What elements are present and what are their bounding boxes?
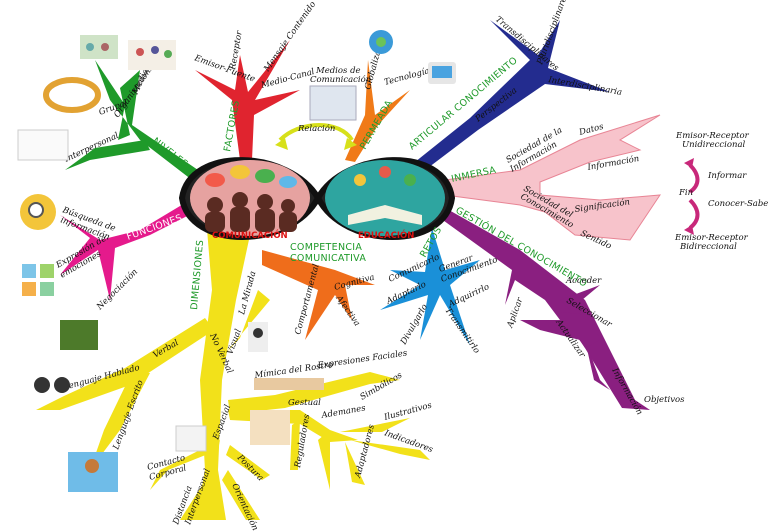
factores-item-mensaje: Mensaje Contenido bbox=[262, 0, 319, 75]
branch-competencia bbox=[262, 250, 375, 340]
puzzle-icon bbox=[60, 320, 98, 350]
illustration-media-grid bbox=[309, 85, 357, 121]
center-left-label: COMUNICACIÓN bbox=[212, 229, 288, 241]
dim-gestual: Gestual bbox=[288, 398, 321, 408]
search-icon bbox=[20, 194, 56, 230]
fin-item-informar: Informar bbox=[707, 171, 747, 181]
niveles-title: NIVELES bbox=[150, 136, 190, 170]
dimensiones-title: DIMENSIONES bbox=[189, 239, 206, 310]
factores-item-receptor: Receptor bbox=[228, 29, 245, 71]
fin-item-uni-2: Unidireccional bbox=[682, 140, 746, 150]
center-infinity: COMUNICACIÓN EDUCACIÓN bbox=[178, 157, 456, 241]
competencia-title-1: COMPETENCIA bbox=[290, 242, 362, 253]
branch-retos bbox=[380, 228, 480, 345]
funciones-title: FUNCIONES bbox=[125, 213, 184, 243]
illustration-faces bbox=[254, 378, 324, 390]
permeada-item-medios-1: Medios de bbox=[315, 66, 361, 76]
dim-postura: Postura bbox=[234, 452, 265, 483]
illustration-gestures bbox=[250, 410, 290, 445]
globe-icon bbox=[369, 30, 393, 54]
illustration-circle-people bbox=[43, 77, 101, 113]
relation-label: Relación bbox=[297, 123, 335, 134]
center-right-label: EDUCACIÓN bbox=[358, 229, 414, 241]
articular-item-inter: Interdisciplinaria bbox=[546, 75, 622, 98]
fin-item-bi-1: Emisor-Receptor bbox=[674, 233, 749, 243]
fin-label: Fin bbox=[678, 188, 693, 198]
people-silhouettes bbox=[205, 192, 297, 232]
illustration-postures bbox=[175, 425, 207, 452]
gestion-item-acceder: Acceder bbox=[565, 276, 602, 286]
fin-item-conocer: Conocer-Saber bbox=[708, 199, 768, 209]
speech-bubbles bbox=[205, 165, 297, 188]
gestion-item-objetivos: Objetivos bbox=[644, 395, 685, 405]
branch-fin bbox=[684, 158, 700, 235]
branch-niveles bbox=[65, 60, 198, 180]
permeada-item-tecnologia: Tecnología bbox=[383, 65, 431, 88]
book-icon bbox=[348, 166, 422, 225]
articular-item-pluri: Pluridisciplinares bbox=[535, 0, 571, 67]
funciones-item-negociacion: Negociación bbox=[94, 266, 140, 312]
permeada-item-medios-2: Comunicación bbox=[310, 74, 371, 85]
dim-ilustrativos: Ilustrativos bbox=[382, 400, 433, 423]
branch-articular bbox=[405, 20, 610, 180]
gestion-item-aplicar: Aplicar bbox=[505, 296, 526, 330]
illustration-sketch bbox=[17, 129, 69, 161]
competencia-title-2: COMUNICATIVA bbox=[290, 253, 366, 264]
factores-item-emisor: Emisor-Fuente bbox=[192, 53, 256, 85]
illustration-talking bbox=[34, 377, 70, 393]
branch-permeada bbox=[345, 60, 410, 162]
branch-funciones bbox=[60, 200, 195, 300]
branch-factores bbox=[195, 40, 300, 160]
illustration-child-writing bbox=[68, 452, 118, 492]
fin-item-uni-1: Emisor-Receptor bbox=[675, 131, 750, 141]
branch-inmersa bbox=[444, 114, 661, 241]
retos-item-transmitirlo: Transmitirlo bbox=[443, 306, 482, 356]
emoji-icons bbox=[22, 264, 54, 296]
branch-gestion bbox=[440, 205, 650, 410]
illustration-audience bbox=[128, 40, 176, 70]
branch-dimensiones bbox=[36, 205, 430, 520]
dim-ademanes: Ademanes bbox=[320, 403, 367, 421]
fin-item-bi-2: Bidireccional bbox=[679, 242, 737, 252]
relation-arrow bbox=[275, 123, 357, 150]
illustration-eye bbox=[248, 322, 268, 352]
dim-orientacion: Orientación bbox=[229, 482, 260, 531]
computer-icon bbox=[428, 62, 456, 84]
illustration-meeting bbox=[80, 35, 118, 59]
dim-expresiones: Expresiones Faciales bbox=[316, 348, 408, 371]
